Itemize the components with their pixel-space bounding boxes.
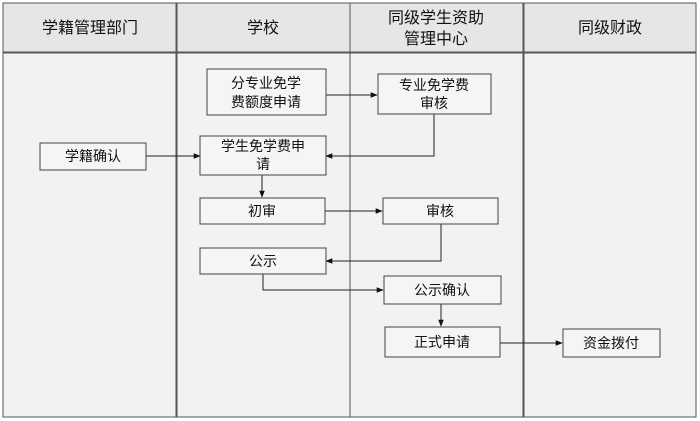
node-review-label: 审核 [426,204,454,220]
node-formal-apply: 正式申请 [384,326,501,358]
node-publicity-confirm-label: 公示确认 [414,283,470,299]
node-student-apply-line1: 学生免学费申 [221,139,305,155]
lane-header-aid-center [349,2,524,53]
node-fund-allocation-label: 资金拨付 [583,336,639,352]
node-quota-apply: 分专业免学 费额度申请 [206,68,327,116]
node-publicity: 公示 [199,247,327,275]
lane-title-aid-center-line2: 管理中心 [404,29,468,48]
lane-header-school [176,2,351,53]
lane-title-aid-center-line1: 同级学生资助 [388,8,484,27]
node-student-apply-line2: 请 [256,157,270,173]
node-fund-allocation: 资金拨付 [562,328,661,358]
node-status-confirm: 学籍确认 [39,142,147,171]
edge-publicity-to-publicity-confirm [262,274,384,293]
lane-title-finance: 同级财政 [578,18,642,37]
node-first-review: 初审 [199,197,326,225]
node-publicity-confirm: 公示确认 [383,275,502,305]
node-status-confirm-label: 学籍确认 [65,148,121,165]
node-major-review-line1: 专业免学费 [399,78,469,94]
node-quota-apply-line2: 费额度申请 [231,95,301,111]
lane-registrar [2,52,177,418]
lane-finance [523,52,697,418]
node-student-apply: 学生免学费申 请 [199,135,327,176]
lane-header-registrar [2,2,177,53]
node-major-review: 专业免学费 审核 [377,73,492,115]
edge-review-to-publicity [325,224,442,264]
node-review: 审核 [382,197,499,225]
node-major-review-line2: 审核 [420,96,448,112]
lane-title-school: 学校 [247,18,279,37]
lane-header-finance [523,2,697,53]
node-quota-apply-line1: 分专业免学 [231,76,301,92]
edge-major-review-to-student-apply [325,114,435,159]
lane-title-registrar: 学籍管理部门 [42,18,138,37]
node-first-review-label: 初审 [248,203,276,220]
node-publicity-label: 公示 [249,254,277,270]
node-formal-apply-label: 正式申请 [414,335,470,351]
